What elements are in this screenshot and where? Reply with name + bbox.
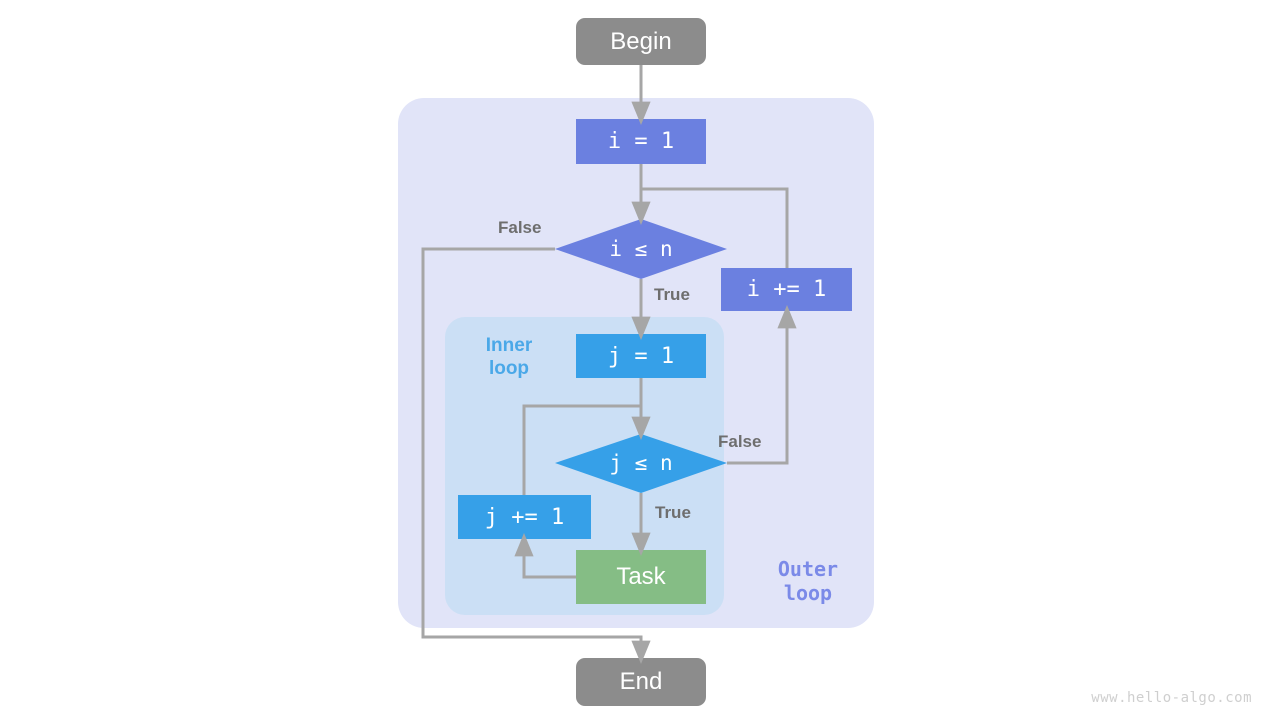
edge-j-incr-to-j-cond	[522, 404, 641, 495]
i-incr-node-shape	[721, 268, 852, 311]
end-node-shape	[576, 658, 706, 706]
outer-loop-group-label: Outer loop	[777, 557, 839, 606]
edge-label-j-cond-true: True	[655, 503, 691, 522]
i-init-node-shape	[576, 119, 706, 164]
j-cond-node-shape	[555, 434, 727, 493]
j-init-node-shape	[576, 334, 706, 378]
begin-node-shape	[576, 18, 706, 65]
inner-loop-group-label: Inner loop	[485, 335, 533, 380]
edge-label-j-cond-false: False	[718, 432, 762, 451]
i-cond-node-shape	[555, 219, 727, 279]
edge-i-cond-false-to-end	[421, 247, 651, 665]
j-incr-node-shape	[458, 495, 591, 539]
task-node-shape	[576, 550, 706, 604]
edge-i-incr-to-i-cond	[641, 187, 789, 268]
edge-label-i-cond-false: False	[498, 218, 542, 237]
edge-j-cond-false-to-i-incr	[727, 304, 797, 465]
watermark: www.hello-algo.com	[1091, 690, 1252, 706]
edge-label-i-cond-true: True	[654, 285, 690, 304]
edge-task-to-j-incr	[514, 532, 576, 579]
